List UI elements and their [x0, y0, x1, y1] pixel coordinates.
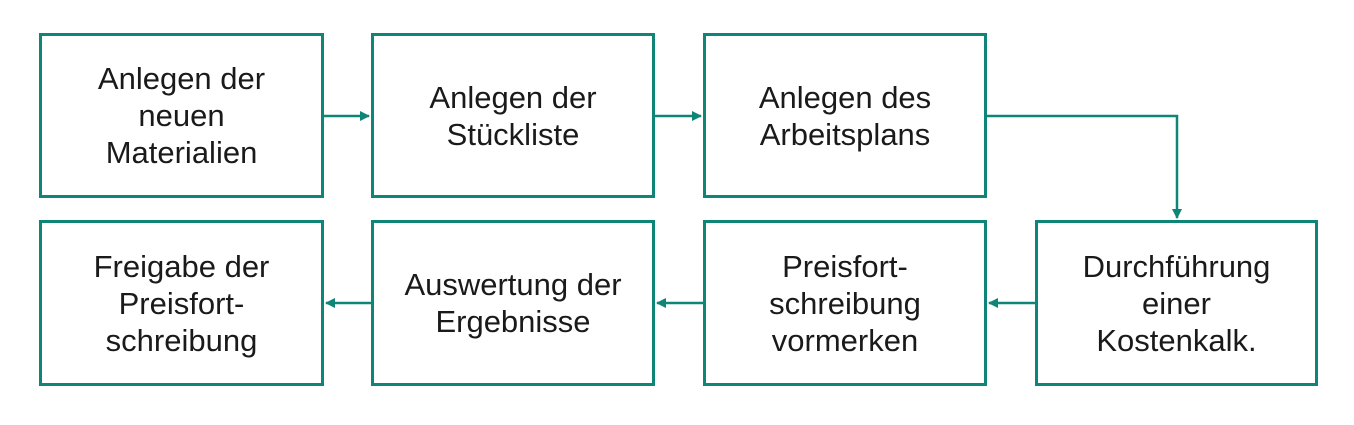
- step-label: Auswertung der Ergebnisse: [404, 267, 622, 339]
- step-box-anlegen-stueckliste: Anlegen der Stückliste: [371, 33, 655, 198]
- step-box-kostenkalkulation: Durchführung einer Kostenkalk.: [1035, 220, 1318, 386]
- step-label: Anlegen des Arbeitsplans: [758, 79, 932, 152]
- step-label: Durchführung einer Kostenkalk.: [1082, 248, 1271, 358]
- arrow-step3-to-step4: [987, 114, 1182, 219]
- step-box-anlegen-arbeitsplan: Anlegen des Arbeitsplans: [703, 33, 987, 198]
- step-label: Anlegen der neuen Materialien: [97, 61, 266, 170]
- step-label: Preisfort- schreibung vormerken: [769, 248, 921, 358]
- step-box-preisfortschreibung-vormerken: Preisfort- schreibung vormerken: [703, 220, 987, 386]
- step-box-auswertung-ergebnisse: Auswertung der Ergebnisse: [371, 220, 655, 386]
- step-label: Freigabe der Preisfort- schreibung: [93, 248, 270, 358]
- step-label: Anlegen der Stückliste: [429, 79, 597, 152]
- step-box-freigabe-preisfortschreibung: Freigabe der Preisfort- schreibung: [39, 220, 324, 386]
- step-box-anlegen-materialien: Anlegen der neuen Materialien: [39, 33, 324, 198]
